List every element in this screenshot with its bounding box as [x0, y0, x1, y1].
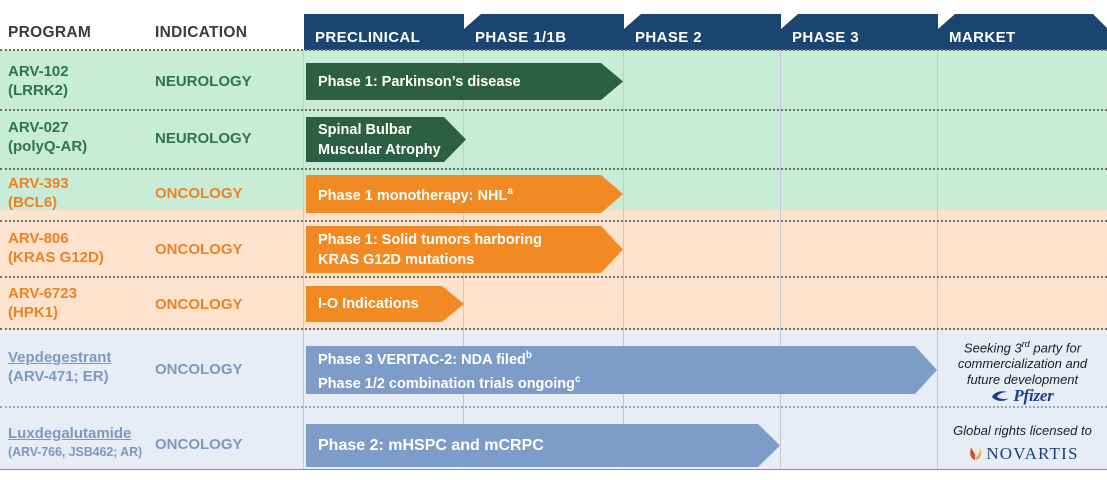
program-arv-393-name: ARV-393	[8, 175, 69, 192]
phase-header-phase2[interactable]: PHASE 2	[624, 14, 781, 50]
program-arv-806-target: (KRAS G12D)	[8, 249, 104, 266]
phase-header-phase3[interactable]: PHASE 3	[781, 14, 938, 50]
indication-luxdegalutamide: ONCOLOGY	[155, 436, 243, 453]
program-arv-393-target: (BCL6)	[8, 194, 58, 211]
pfizer-swoosh-icon	[992, 391, 1010, 401]
indication-arv-806: ONCOLOGY	[155, 241, 243, 258]
indication-arv-393: ONCOLOGY	[155, 185, 243, 202]
program-luxdegalutamide-name: Luxdegalutamide	[8, 425, 132, 442]
program-luxdegalutamide-target: (ARV-766, JSB462; AR)	[8, 445, 143, 459]
phase-header-phase3-label: PHASE 3	[792, 28, 859, 46]
rowsep-4	[0, 276, 1107, 278]
phase-header-preclinical[interactable]: PRECLINICAL	[304, 14, 464, 50]
program-vepdegestrant-target: (ARV-471; ER)	[8, 368, 109, 385]
bar-arv-393[interactable]: Phase 1 monotherapy: NHLa	[306, 175, 623, 213]
program-arv-806-name: ARV-806	[8, 230, 69, 247]
bar-arv-393-line-1: Phase 1 monotherapy: NHLa	[318, 182, 623, 206]
program-arv-6723: ARV-6723 (HPK1)	[8, 284, 77, 322]
bar-arv-102[interactable]: Phase 1: Parkinson’s disease	[306, 63, 623, 100]
bar-arv-6723-line-1: I-O Indications	[318, 296, 419, 312]
phase-header-market[interactable]: MARKET	[938, 14, 1107, 50]
bar-arv-102-line-1: Phase 1: Parkinson’s disease	[318, 73, 521, 90]
program-arv-102: ARV-102 (LRRK2)	[8, 62, 69, 100]
program-arv-6723-name: ARV-6723	[8, 285, 77, 302]
program-arv-806: ARV-806 (KRAS G12D)	[8, 229, 104, 267]
phase-header-phase2-label: PHASE 2	[635, 28, 702, 46]
rowsep-1	[0, 109, 1107, 111]
program-arv-102-target: (LRRK2)	[8, 82, 68, 99]
program-arv-027-name: ARV-027	[8, 119, 69, 136]
gridline-phase3-end	[937, 50, 938, 468]
bar-arv-027-line-2: Muscular Atrophy	[318, 141, 441, 158]
program-arv-027-target: (polyQ-AR)	[8, 138, 88, 155]
phase-header-preclinical-label: PRECLINICAL	[315, 28, 421, 46]
bar-arv-027-line-1: Spinal Bulbar	[318, 121, 412, 138]
table-bottom-border	[0, 469, 1107, 470]
bar-luxdegalutamide[interactable]: Phase 2: mHSPC and mCRPC	[306, 424, 780, 467]
bar-arv-393-footnote: a	[507, 186, 513, 198]
market-note-pfizer-ordinal: rd	[1021, 339, 1030, 349]
market-note-novartis: Global rights licensed to	[940, 423, 1105, 439]
rowsep-6	[0, 406, 1107, 408]
market-note-pfizer: Seeking 3rd party for commercialization …	[940, 336, 1105, 388]
rowsep-3	[0, 220, 1107, 222]
phase-header-row: PRECLINICAL PHASE 1/1B PHASE 2 PHASE 3 M…	[304, 14, 1107, 50]
rowsep-2	[0, 168, 1107, 170]
gridline-label-col	[303, 50, 304, 469]
program-arv-027: ARV-027 (polyQ-AR)	[8, 118, 87, 156]
market-note-novartis-line-1: Global rights licensed to	[953, 423, 1092, 438]
program-arv-6723-target: (HPK1)	[8, 304, 59, 321]
program-vepdegestrant: Vepdegestrant (ARV-471; ER)	[8, 348, 111, 386]
bar-vepdegestrant-footnote-b: b	[525, 350, 532, 362]
pfizer-logo: Pfizer	[940, 386, 1105, 406]
program-arv-393: ARV-393 (BCL6)	[8, 174, 69, 212]
market-note-pfizer-l1b: party for	[1029, 340, 1082, 356]
pfizer-logo-text: Pfizer	[1013, 386, 1054, 405]
bar-vepdegestrant-footnote-c: c	[575, 374, 581, 385]
bar-luxdegalutamide-line-1: Phase 2: mHSPC and mCRPC	[318, 436, 544, 454]
program-arv-102-name: ARV-102	[8, 63, 69, 80]
header-indication: INDICATION	[155, 24, 248, 41]
market-note-pfizer-line-1: Seeking 3rd party for	[940, 336, 1105, 356]
novartis-logo: NOVARTIS	[940, 442, 1105, 466]
program-vepdegestrant-name: Vepdegestrant	[8, 349, 112, 366]
indication-arv-027: NEUROLOGY	[155, 130, 252, 147]
rowsep-header	[0, 49, 1107, 51]
phase-header-phase1[interactable]: PHASE 1/1B	[464, 14, 624, 50]
market-note-pfizer-line-3: future development	[966, 372, 1079, 388]
bar-arv-6723[interactable]: I-O Indications	[306, 286, 464, 322]
indication-arv-102: NEUROLOGY	[155, 73, 252, 90]
rowsep-5	[0, 328, 1107, 330]
gridline-phase1-end	[623, 50, 624, 468]
novartis-flame-icon	[970, 447, 982, 460]
indication-arv-6723: ONCOLOGY	[155, 296, 243, 313]
market-note-pfizer-line-2: commercialization and	[957, 356, 1088, 372]
phase-header-market-label: MARKET	[949, 28, 1016, 46]
bar-arv-393-text: Phase 1 monotherapy: NHL	[318, 187, 508, 204]
program-luxdegalutamide: Luxdegalutamide (ARV-766, JSB462; AR)	[8, 424, 142, 462]
market-note-pfizer-l1a: Seeking 3	[963, 340, 1022, 356]
bar-arv-806-line-1: Phase 1: Solid tumors harboring	[318, 231, 542, 248]
bar-vepdegestrant[interactable]: Phase 3 VERITAC-2: NDA filedb Phase 1/2 …	[306, 346, 937, 394]
header-program: PROGRAM	[8, 24, 92, 41]
bar-vepdegestrant-text-2: Phase 1/2 combination trials ongoing	[318, 375, 576, 392]
phase-header-phase1-label: PHASE 1/1B	[475, 28, 567, 46]
bar-arv-806-line-2: KRAS G12D mutations	[318, 251, 475, 268]
gridline-phase2-end	[780, 50, 781, 468]
bar-arv-027[interactable]: Spinal Bulbar Muscular Atrophy	[306, 117, 466, 162]
bar-vepdegestrant-line-2: Phase 1/2 combination trials ongoingc	[318, 370, 937, 394]
novartis-logo-text: NOVARTIS	[986, 444, 1079, 463]
bar-vepdegestrant-line-1: Phase 3 VERITAC-2: NDA filedb	[318, 346, 937, 370]
indication-vepdegestrant: ONCOLOGY	[155, 361, 243, 378]
bar-vepdegestrant-text-1: Phase 3 VERITAC-2: NDA filed	[318, 352, 526, 368]
bar-arv-806[interactable]: Phase 1: Solid tumors harboring KRAS G12…	[306, 226, 623, 273]
